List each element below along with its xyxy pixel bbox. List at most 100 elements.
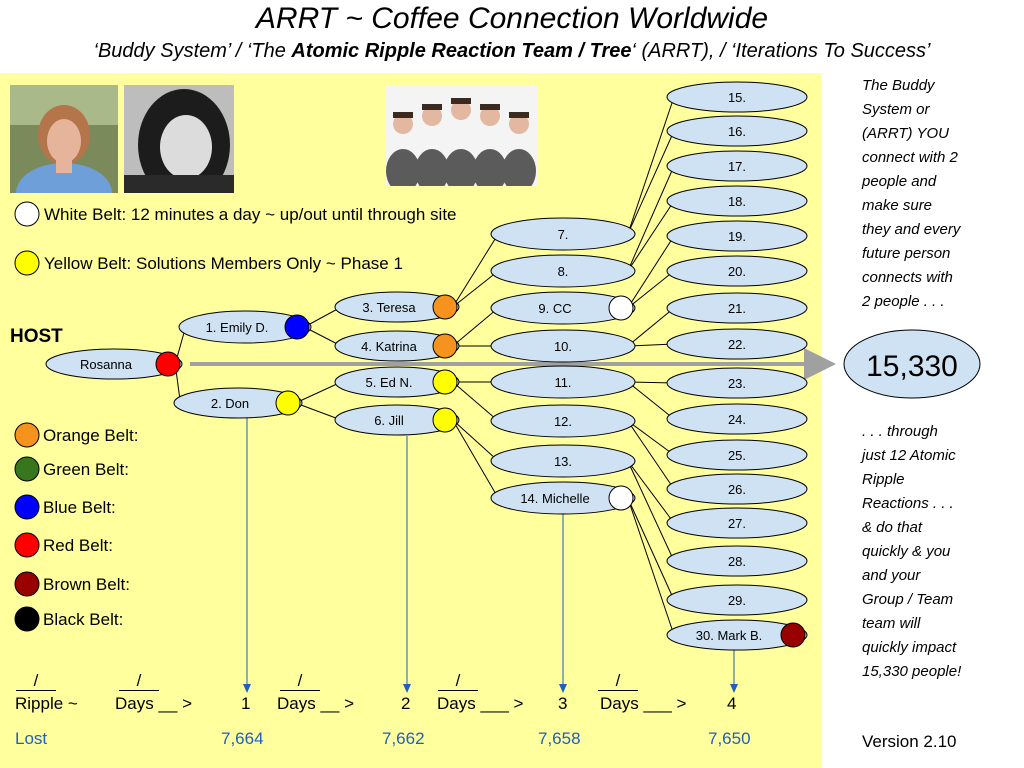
tree-edge [627,343,675,347]
side-line: System or [862,101,930,118]
side-line: 2 people . . . [862,293,945,310]
tree-edge [627,460,675,562]
tree-edge [627,497,675,636]
belt-brown-icon [780,622,806,648]
belt-white-icon [608,485,634,511]
node-label: 25. [728,448,746,463]
tree-node-level1: 2. Don [173,387,303,419]
side-line: and your [862,567,921,584]
side-line: Group / Team [862,591,954,608]
node-ellipse [490,404,636,438]
node-ellipse [666,439,808,471]
ripple-drop-arrows [243,418,738,693]
tree-edge [627,96,675,235]
tree-edge [627,420,675,490]
node-label: 12. [554,414,572,429]
node-label: 6. Jill [374,413,404,428]
tree-edge [452,307,499,347]
blank-slash: / [598,672,638,691]
node-ellipse [666,584,808,616]
node-label: 3. Teresa [362,300,416,315]
blank-slash: / [16,672,56,691]
total-node: 15,330 [843,329,981,399]
side-line: . . . through [862,423,938,440]
tree-edge [452,419,499,499]
tree-edge [304,326,342,347]
node-label: 26. [728,482,746,497]
belt-orange-icon [432,333,458,359]
node-ellipse [490,481,636,515]
node-label: 4. Katrina [361,339,417,354]
node-label: 15. [728,90,746,105]
belt-yellow-icon [432,369,458,395]
node-label: 17. [728,159,746,174]
tree-node-level4: 26. [666,473,808,505]
tree-edge [627,165,675,272]
blank-slash: / [280,672,320,691]
tree-node-level2: 4. Katrina [334,330,460,362]
tree-edge [627,235,675,309]
node-ellipse [490,365,636,399]
tree-node-level3: 11. [490,365,636,399]
node-label: 9. CC [538,301,571,316]
side-line: The Buddy [862,77,935,94]
days-label: Days ___ > [600,694,687,713]
tree-node-level2: 3. Teresa [334,291,460,323]
tree-edge [627,270,675,309]
side-line: Ripple [862,471,905,488]
node-label: 21. [728,301,746,316]
tree-node-level3: 10. [490,329,636,363]
node-label: 28. [728,554,746,569]
belt-white-icon [608,295,634,321]
node-ellipse [666,328,808,360]
tree-node-level4: 18. [666,185,808,217]
node-label: 2. Don [211,396,249,411]
node-ellipse [666,292,808,324]
tree-edge [452,419,499,462]
node-ellipse [490,444,636,478]
legend-swatch-icon [14,571,40,597]
photo-woman-bw-image [124,85,234,193]
node-ellipse [178,310,312,344]
drop-arrow-head [403,684,411,693]
node-label: Rosanna [80,357,133,372]
side-line: connects with [862,269,953,286]
side-line: connect with 2 [862,149,958,166]
drop-arrow-head [730,684,738,693]
node-ellipse [666,619,808,651]
legend-swatch-icon [14,606,40,632]
belt-yellow-icon [275,390,301,416]
lost-value: 7,650 [708,729,751,748]
legend-swatch-icon [14,201,40,227]
side-line: they and every [862,221,961,238]
node-ellipse [666,403,808,435]
subtitle-part2: ‘ (ARRT), / ‘Iterations To Success’ [631,40,931,62]
node-ellipse [490,254,636,288]
node-ellipse [45,348,183,380]
legend-swatch-icon [14,456,40,482]
tree-edge [627,381,675,420]
lost-value: 7,664 [221,729,264,748]
legend-swatch-icon [14,494,40,520]
belt-yellow-icon [432,407,458,433]
tree-node-root: Rosanna [45,348,183,380]
tree-edge [295,402,342,421]
node-ellipse [666,115,808,147]
tree-node-level3: 12. [490,404,636,438]
tree-node-level4: 22. [666,328,808,360]
version-label: Version 2.10 [862,732,957,751]
tree-node-level2: 5. Ed N. [334,366,460,398]
side-line: just 12 Atomic [862,447,956,464]
node-label: 20. [728,264,746,279]
side-line: quickly impact [862,639,957,656]
drop-arrow-head [559,684,567,693]
page-subtitle: ‘Buddy System’ / ‘The Atomic Ripple Reac… [0,40,1024,63]
node-ellipse [666,81,808,113]
legend-label: Black Belt: [43,610,123,629]
node-ellipse [334,404,460,436]
tree-node-level3: 8. [490,254,636,288]
photo-group-image [385,86,538,186]
node-ellipse [334,291,460,323]
node-label: 5. Ed N. [366,375,413,390]
tree-edge [627,307,675,347]
